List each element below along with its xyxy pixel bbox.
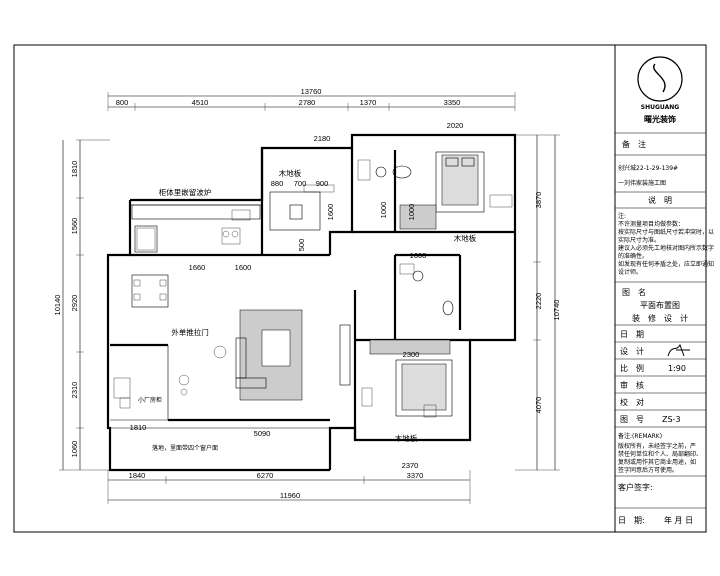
kitchen-note-label: 柜体里嵌留波炉	[159, 187, 212, 197]
left-dimension-lines	[59, 139, 110, 471]
dim-study-c: 900	[316, 179, 329, 188]
right-dimension-lines	[515, 134, 560, 471]
dim-left-2: 2920	[70, 295, 79, 312]
remark-0: 版权所有，未经签字之前，严	[618, 442, 696, 450]
customer-sign-label: 客户签字:	[618, 482, 653, 492]
study-floor-label: 木地板	[279, 168, 302, 178]
row-label-design: 设 计	[620, 346, 644, 356]
designer-signature-icon	[667, 343, 690, 357]
top-dimension-lines	[107, 92, 516, 111]
date-value: 年 月 日	[664, 515, 693, 525]
remarks-label: 备 注	[622, 139, 646, 149]
dim-bottom-total: 11960	[280, 491, 300, 500]
remark-1: 禁任何单位和个人、局部翻印、	[618, 450, 702, 458]
dim-study-d: 1600	[326, 204, 335, 221]
row-value-scale: 1:90	[668, 364, 686, 373]
title-block: SHUGUANG 曙光装饰 备 注 创兴城22-1-29-139# 一刘伟家装施…	[615, 56, 714, 525]
dim-bed2-d: 2370	[402, 461, 419, 470]
project-line2: 一刘伟家装施工图	[618, 179, 666, 187]
dim-bed2-w: 2300	[403, 350, 420, 359]
remark-2: 复制或用作其它商业用途，如	[618, 458, 696, 466]
dim-kitchen-cab: 2180	[314, 134, 331, 143]
logo-circle-icon	[637, 56, 683, 102]
walls	[106, 133, 517, 472]
balcony-door-label: 外单推拉门	[171, 327, 209, 337]
note-4: 建议入必须先工地核对图内所示数字	[618, 244, 714, 252]
dim-top-1: 4510	[192, 98, 209, 107]
dim-left-3: 2310	[70, 382, 79, 399]
dim-study-f: 500	[297, 239, 306, 252]
dim-living-w: 5090	[254, 429, 271, 438]
dim-top-2: 2780	[299, 98, 316, 107]
drawing-name-label: 图 名	[622, 287, 646, 297]
row-value-number: ZS-3	[662, 415, 681, 424]
dim-left-1: 1560	[70, 218, 79, 235]
balcony-cab-label: 小厂房柜	[138, 396, 162, 404]
sheet-border	[13, 44, 707, 533]
dim-bath-top: 2020	[447, 121, 464, 130]
note-1: 不许测量项目均做参数：	[618, 220, 684, 228]
note-2: 按实际尺寸与图纸尺寸若冲突时，以	[618, 228, 714, 236]
row-label-date: 日 期	[620, 330, 644, 339]
dim-bottom-2: 3370	[407, 471, 424, 480]
dim-bed-b1: 1000	[407, 204, 416, 221]
dim-balcony-w: 1810	[130, 423, 147, 432]
note-7: 设计师。	[618, 268, 642, 276]
dim-right-total: 10740	[552, 300, 561, 321]
balcony-note-label: 落地，里面带四个窗户面	[152, 444, 218, 452]
dim-top-4: 3350	[444, 98, 461, 107]
drawing-name: 平面布置图	[640, 300, 680, 310]
fixtures	[113, 151, 513, 418]
dim-right-0: 3870	[534, 192, 543, 209]
desc-label: 说 明	[648, 195, 672, 205]
row-label-review: 审 核	[620, 380, 644, 390]
dim-bottom-0: 1840	[129, 471, 146, 480]
dim-right-2: 4070	[534, 397, 543, 414]
dim-study-a: 880	[271, 179, 284, 188]
dim-left-0: 1810	[70, 161, 79, 178]
dim-dining-b: 1600	[235, 263, 252, 272]
remark-3: 签字同意后方可使用。	[618, 466, 678, 474]
bottom-dimension-lines	[107, 470, 471, 504]
date-label: 日 期:	[618, 516, 645, 525]
row-label-check: 校 对	[620, 397, 644, 407]
bedroom2-floor-label: 木地板	[395, 433, 418, 443]
bedroom1-floor-label: 木地板	[454, 233, 477, 243]
logo-swoosh-icon	[653, 63, 666, 93]
dim-top-total: 13760	[301, 87, 322, 96]
note-6: 如发现有任何矛盾之处，应立即通知	[618, 260, 714, 268]
remark-label: 备注:(REMARK)	[618, 432, 662, 440]
dim-right-1: 2220	[534, 293, 543, 310]
project-line1: 创兴城22-1-29-139#	[618, 164, 678, 172]
company-name: 曙光装饰	[644, 114, 676, 124]
dim-left-total: 10140	[53, 295, 62, 316]
note-3: 实际尺寸为准。	[618, 236, 660, 244]
logo-brand: SHUGUANG	[641, 104, 679, 111]
dim-top-3: 1370	[360, 98, 377, 107]
dim-study-b: 700	[294, 179, 307, 188]
dim-bath2-w: 1600	[410, 251, 427, 260]
dim-left-4: 1060	[70, 441, 79, 458]
dim-top-0: 800	[116, 98, 129, 107]
design-type: 装 修 设 计	[632, 313, 688, 323]
dim-study-e: 1000	[379, 202, 388, 219]
note-5: 的准确性。	[618, 252, 648, 260]
note-0: 注:	[618, 212, 626, 220]
dim-dining-a: 1660	[189, 263, 206, 272]
title-block-frame	[614, 44, 707, 533]
row-label-scale: 比 例	[620, 363, 644, 373]
dim-bottom-1: 6270	[257, 471, 274, 480]
row-label-number: 图 号	[620, 415, 644, 424]
